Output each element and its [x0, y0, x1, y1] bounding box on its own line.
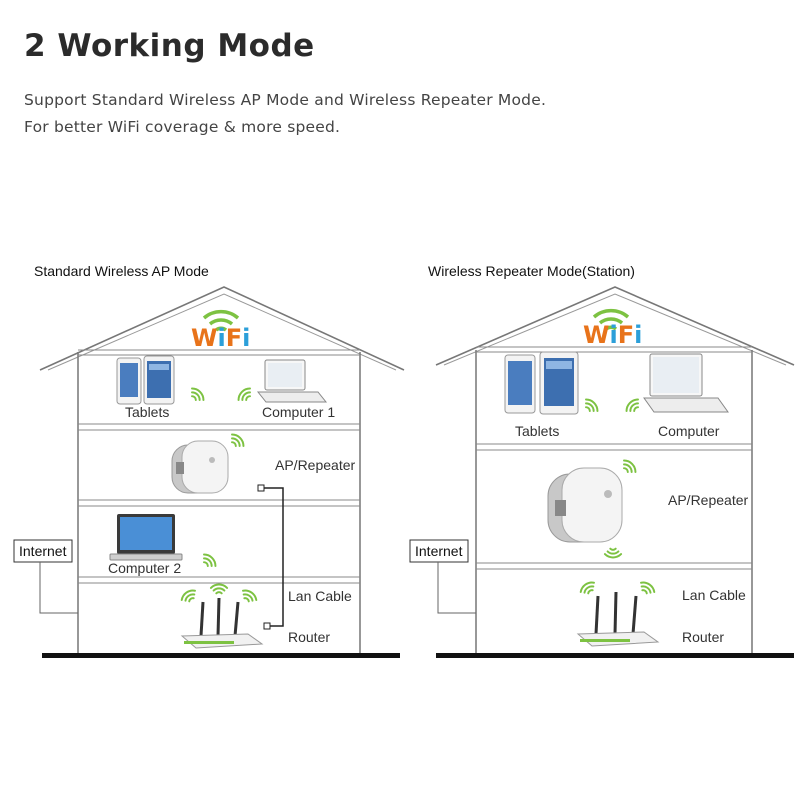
- tablet-icons: [116, 355, 175, 405]
- roof: [435, 286, 795, 366]
- wifi-logo-text: WiFi: [583, 321, 642, 349]
- laptop-icon: [109, 514, 183, 561]
- router-device: [576, 591, 660, 647]
- router-label: Router: [288, 629, 330, 645]
- laptop-icon: [643, 353, 729, 413]
- repeater-device: [547, 467, 623, 543]
- signal-icon: [577, 578, 599, 598]
- signal-icon: [187, 385, 207, 405]
- repeater-label: AP/Repeater: [275, 457, 355, 473]
- internet-box: [409, 539, 469, 563]
- computer-label: Computer: [658, 423, 720, 439]
- ground-line: [42, 653, 400, 658]
- internet-label: Internet: [19, 543, 67, 559]
- ap-mode-title: Standard Wireless AP Mode: [34, 263, 209, 279]
- roof: [39, 286, 405, 371]
- wifi-logo: WiFi: [191, 310, 250, 352]
- ap-mode-house: Standard Wireless AP Mode WiFi: [13, 263, 405, 658]
- lan-cable: [262, 487, 284, 627]
- internet-line: [437, 562, 476, 614]
- repeater-device: [171, 440, 229, 494]
- lan-cable-label: Lan Cable: [288, 588, 352, 604]
- internet-box: [13, 539, 73, 563]
- signal-icon: [178, 586, 200, 606]
- repeater-mode-house: Wireless Repeater Mode(Station) WiFi: [409, 263, 795, 658]
- wifi-logo: WiFi: [583, 309, 642, 349]
- signal-icon: [603, 547, 623, 559]
- signal-icon: [238, 586, 260, 606]
- tablets-label: Tablets: [125, 404, 169, 420]
- lan-cable-label: Lan Cable: [682, 587, 746, 603]
- signal-icon: [636, 578, 658, 598]
- signal-icon: [199, 551, 219, 571]
- internet-line: [39, 562, 78, 614]
- signal-icon: [623, 396, 643, 416]
- internet-label: Internet: [415, 543, 463, 559]
- signal-icon: [235, 385, 255, 405]
- signal-icon: [209, 583, 229, 595]
- subtitle-line-2: For better WiFi coverage & more speed.: [24, 118, 341, 136]
- ground-line: [436, 653, 794, 658]
- page-title: 2 Working Mode: [24, 28, 315, 64]
- repeater-mode-title: Wireless Repeater Mode(Station): [428, 263, 635, 279]
- signal-icon: [581, 396, 601, 416]
- tablets-label: Tablets: [515, 423, 559, 439]
- router-device: [180, 597, 264, 649]
- laptop-icon: [256, 359, 328, 403]
- computer-2-label: Computer 2: [108, 560, 181, 576]
- wifi-logo-text: WiFi: [191, 324, 250, 352]
- signal-icon: [619, 457, 639, 477]
- computer-1-label: Computer 1: [262, 404, 335, 420]
- repeater-label: AP/Repeater: [668, 492, 748, 508]
- tablet-icons: [504, 351, 579, 415]
- signal-icon: [227, 431, 247, 451]
- subtitle-line-1: Support Standard Wireless AP Mode and Wi…: [24, 91, 547, 109]
- router-label: Router: [682, 629, 724, 645]
